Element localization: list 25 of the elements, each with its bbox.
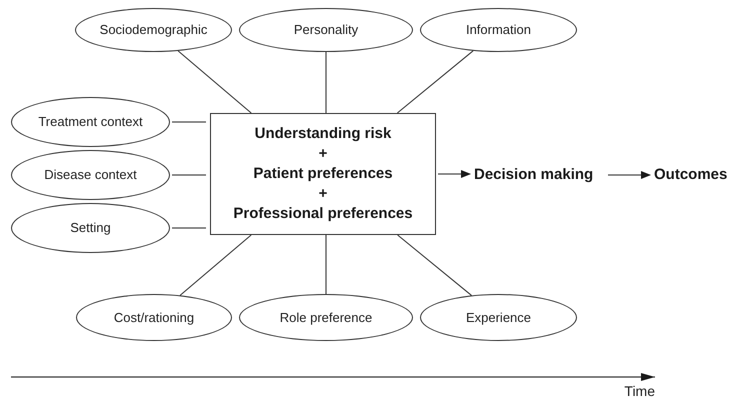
connector-line <box>180 234 252 296</box>
oval-label: Information <box>466 21 532 40</box>
connector-line <box>172 174 206 176</box>
arrow <box>438 170 471 178</box>
oval-label: Sociodemographic <box>100 21 208 40</box>
connector-line <box>397 234 472 296</box>
oval-label: Experience <box>466 308 532 327</box>
oval-label: Disease context <box>44 166 137 184</box>
oval-label: Treatment context <box>38 113 143 132</box>
box-text: + <box>318 184 328 204</box>
axis-label: Time <box>624 382 655 400</box>
connector-line <box>396 50 474 114</box>
oval-label: Role preference <box>280 308 372 327</box>
oval-label: Cost/rationing <box>114 308 194 327</box>
node-label: Outcomes <box>654 164 742 186</box>
box-text: Patient preferences <box>253 164 393 184</box>
oval-label: Personality <box>294 21 358 40</box>
box-text: Understanding risk <box>254 124 392 144</box>
process-box <box>210 113 436 235</box>
arrow <box>608 171 651 179</box>
box-text: + <box>318 144 328 164</box>
connector-line <box>178 50 252 114</box>
oval-label: Setting <box>70 219 111 238</box>
box-text: Professional preferences <box>233 204 413 224</box>
node-label: Decision making <box>474 164 606 186</box>
